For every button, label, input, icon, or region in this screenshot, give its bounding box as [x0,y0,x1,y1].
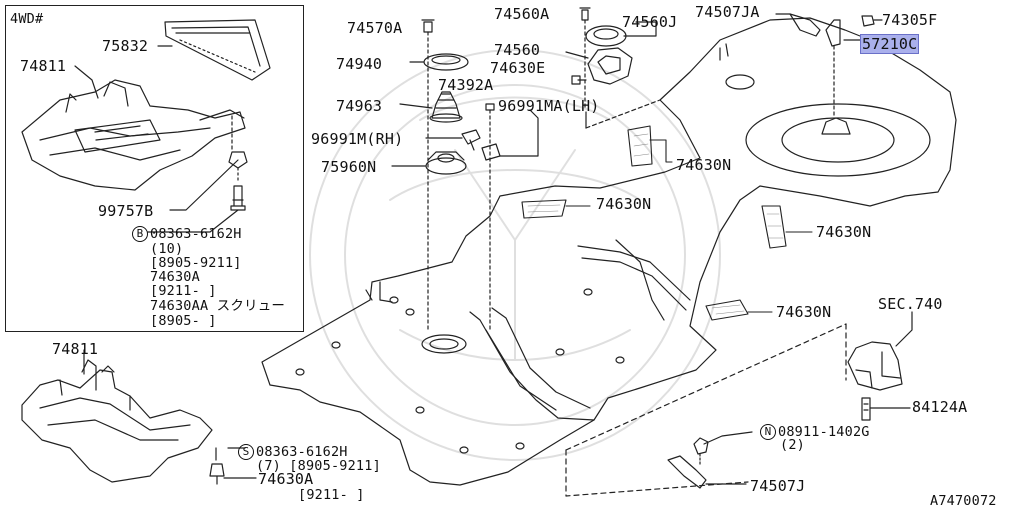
inset-title: 4WD# [10,11,44,27]
right-lower-parts [565,311,913,497]
label-99757B[interactable]: 99757B [98,202,154,220]
label-74507JA[interactable]: 74507JA [695,3,760,21]
label-84124A[interactable]: 84124A [912,398,968,416]
label-96991MA[interactable]: 96991MA(LH) [498,97,600,115]
label-bolt-s-code: 08363-6162H [256,444,348,460]
label-bolt-s-qty-range: (7) [8905-9211] [256,458,381,474]
circle-b-icon: B [132,226,148,242]
label-74630A-inset[interactable]: 74630A [150,269,200,285]
label-74570A[interactable]: 74570A [347,19,403,37]
drawing-id: A7470072 [930,493,997,509]
inset-4wd-frame [5,5,304,332]
upper-center-parts [565,7,661,129]
label-range-9211: [9211- ] [150,283,217,299]
label-74560A[interactable]: 74560A [494,5,550,23]
label-bolt-b-qty: (10) [150,241,184,257]
label-75960N[interactable]: 75960N [321,158,377,176]
label-nut-n-code: 08911-1402G [778,424,870,440]
label-range-9211-lower: [9211- ] [298,487,365,503]
label-sec-740[interactable]: SEC.740 [878,295,943,313]
label-74940[interactable]: 74940 [336,55,383,73]
label-74507J[interactable]: 74507J [750,477,806,495]
label-range-8905: [8905- ] [150,313,217,329]
label-75832[interactable]: 75832 [102,37,149,55]
label-74630N-4[interactable]: 74630N [776,303,832,321]
label-74560J[interactable]: 74560J [622,13,678,31]
label-74392A[interactable]: 74392A [438,76,494,94]
label-96991M[interactable]: 96991M(RH) [311,130,404,148]
watermark-emblem [309,49,721,461]
floor-panel [261,17,957,486]
highlighted-part-number: 57210C [860,34,920,54]
label-bolt-b-range: [8905-9211] [150,255,242,271]
label-74630E[interactable]: 74630E [490,59,546,77]
pads-74630N [521,125,813,321]
label-bolt-b-code: 08363-6162H [150,226,242,242]
right-top-parts [775,13,883,119]
label-74305F[interactable]: 74305F [882,11,938,29]
label-74560[interactable]: 74560 [494,41,541,59]
label-74811-lower[interactable]: 74811 [52,340,99,358]
label-57210C[interactable]: 57210C [860,34,920,54]
lower-under-cover [21,349,257,485]
label-74630N-2[interactable]: 74630N [596,195,652,213]
label-nut-n-qty: (2) [780,437,805,453]
label-74630AA[interactable]: 74630AA スクリュー [150,298,286,314]
label-74630A-lower[interactable]: 74630A [258,470,314,488]
circle-s-icon: S [238,444,254,460]
label-74630N-1[interactable]: 74630N [676,156,732,174]
label-74630N-3[interactable]: 74630N [816,223,872,241]
center-parts [391,19,539,331]
label-74963[interactable]: 74963 [336,97,383,115]
inset-under-cover [21,19,271,233]
circle-n-icon: N [760,424,776,440]
label-74811-inset[interactable]: 74811 [20,57,67,75]
